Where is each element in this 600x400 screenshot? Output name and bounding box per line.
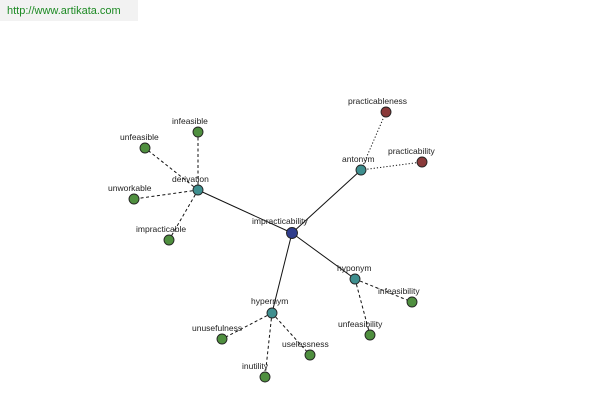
node-hypernym[interactable]: hypernym: [251, 296, 288, 319]
edge-root-hyponym: [291, 232, 356, 280]
node-circle-unworkable[interactable]: [128, 193, 140, 205]
node-label-hypernym: hypernym: [251, 296, 288, 306]
node-label-unworkable: unworkable: [108, 183, 152, 193]
node-circle-hypernym[interactable]: [266, 307, 278, 319]
node-label-unfeasible: unfeasible: [120, 132, 159, 142]
edge-antonym-practicability: [360, 161, 423, 171]
edges-layer: [133, 111, 423, 378]
source-link[interactable]: http://www.artikata.com: [7, 5, 121, 17]
edge-hyponym-infeasibility: [354, 278, 413, 303]
node-label-hyponym: hyponym: [337, 263, 372, 273]
node-label-infeasible: infeasible: [172, 116, 208, 126]
node-circle-infeasibility[interactable]: [406, 296, 418, 308]
node-circle-impracticable[interactable]: [163, 234, 175, 246]
node-label-inutility: inutility: [242, 361, 269, 371]
edge-derivation-impracticable: [168, 189, 199, 241]
node-circle-uselessness[interactable]: [304, 349, 316, 361]
node-circle-antonym[interactable]: [355, 164, 367, 176]
node-infeasible[interactable]: infeasible: [172, 116, 208, 138]
node-antonym[interactable]: antonym: [342, 154, 375, 176]
node-circle-practicability[interactable]: [416, 156, 428, 168]
node-label-antonym: antonym: [342, 154, 375, 164]
node-root[interactable]: impracticability: [252, 216, 308, 239]
node-label-practicability: practicability: [388, 146, 436, 156]
node-circle-hyponym[interactable]: [349, 273, 361, 285]
node-label-unusefulness: unusefulness: [192, 323, 242, 333]
node-practicability[interactable]: practicability: [388, 146, 436, 168]
node-hyponym[interactable]: hyponym: [337, 263, 372, 285]
node-circle-practicableness[interactable]: [380, 106, 392, 118]
node-inutility[interactable]: inutility: [242, 361, 271, 383]
node-label-derivation: derivation: [172, 174, 209, 184]
node-derivation[interactable]: derivation: [172, 174, 209, 196]
source-bar: http://www.artikata.com: [0, 0, 138, 21]
node-practicableness[interactable]: practicableness: [348, 96, 407, 118]
node-circle-derivation[interactable]: [192, 184, 204, 196]
node-label-root: impracticability: [252, 216, 308, 226]
node-unworkable[interactable]: unworkable: [108, 183, 152, 205]
node-circle-unfeasibility[interactable]: [364, 329, 376, 341]
node-infeasibility[interactable]: infeasibility: [378, 286, 420, 308]
node-unfeasibility[interactable]: unfeasibility: [338, 319, 383, 341]
node-circle-inutility[interactable]: [259, 371, 271, 383]
edge-hypernym-uselessness: [271, 312, 311, 356]
node-circle-unfeasible[interactable]: [139, 142, 151, 154]
edge-hyponym-unfeasibility: [354, 278, 371, 336]
node-impracticable[interactable]: impracticable: [136, 224, 186, 246]
node-unfeasible[interactable]: unfeasible: [120, 132, 159, 154]
node-label-infeasibility: infeasibility: [378, 286, 420, 296]
edge-derivation-unfeasible: [144, 147, 199, 191]
edge-root-derivation: [197, 189, 293, 234]
node-label-unfeasibility: unfeasibility: [338, 319, 383, 329]
node-circle-unusefulness[interactable]: [216, 333, 228, 345]
edge-root-antonym: [291, 169, 362, 234]
node-unusefulness[interactable]: unusefulness: [192, 323, 242, 345]
node-label-practicableness: practicableness: [348, 96, 407, 106]
nodes-layer: impracticability derivation antonym hyponym…: [108, 96, 436, 383]
node-circle-infeasible[interactable]: [192, 126, 204, 138]
edge-hypernym-unusefulness: [221, 312, 273, 340]
edge-root-hypernym: [271, 232, 293, 314]
node-label-uselessness: uselessness: [282, 339, 329, 349]
node-label-impracticable: impracticable: [136, 224, 186, 234]
node-uselessness[interactable]: uselessness: [282, 339, 329, 361]
edge-antonym-practicableness: [360, 111, 387, 171]
node-circle-root[interactable]: [286, 227, 298, 239]
